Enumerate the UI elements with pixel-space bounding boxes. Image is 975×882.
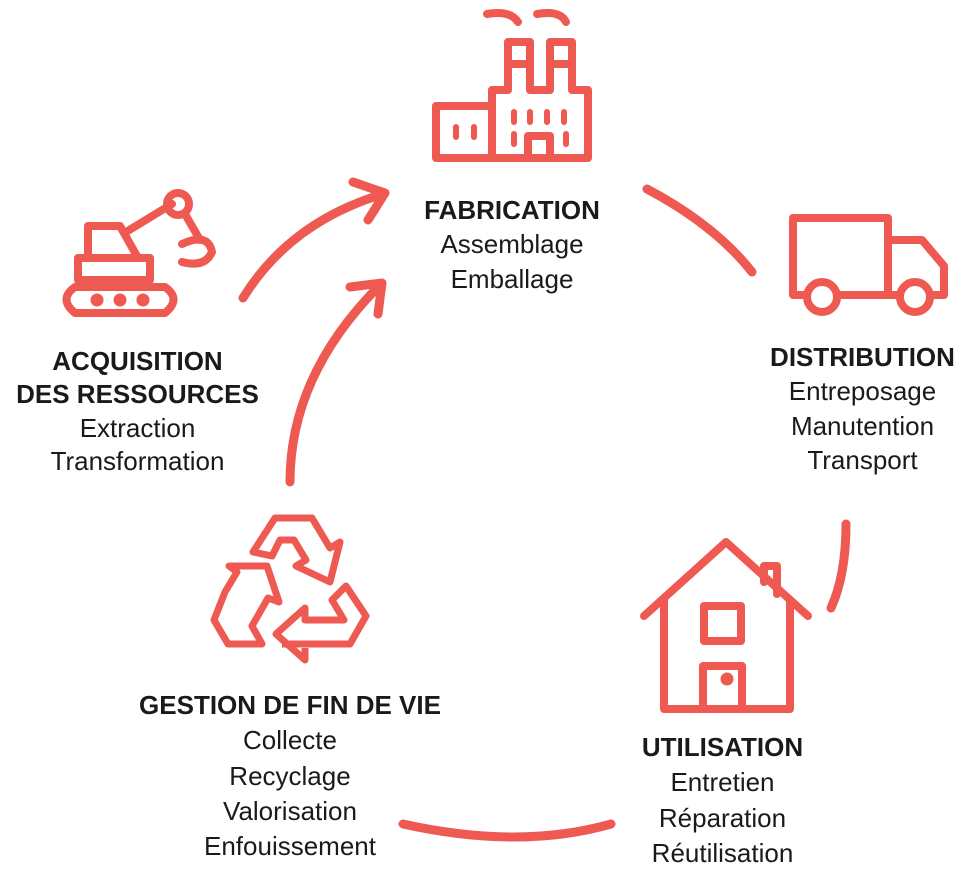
stage-title-fabrication: FABRICATION — [424, 195, 600, 225]
stage-item: Valorisation — [223, 796, 357, 827]
stage-item: Transformation — [50, 445, 225, 476]
stage-title-utilisation: UTILISATION — [641, 732, 804, 762]
stage-item: Entretien — [670, 767, 775, 798]
stage-item: Transport — [807, 444, 918, 475]
arc-eol-to-fabrication — [285, 280, 385, 487]
stage-title-end-of-life: GESTION DE FIN DE VIE — [139, 690, 441, 720]
factory-icon — [432, 9, 592, 162]
arc-acquisition-to-fabrication — [238, 189, 388, 303]
excavator-icon — [62, 189, 216, 317]
recycle-icon — [210, 514, 370, 664]
stage-item: Enfouissement — [204, 831, 376, 862]
stage-item: Extraction — [79, 412, 196, 443]
arc-fabrication-to-distribution — [642, 184, 757, 277]
delivery-truck-icon — [789, 214, 948, 316]
arrowhead-eol-to-fabrication — [345, 278, 387, 319]
stage-acquisition: ACQUISITION DES RESSOURCES Extraction Tr… — [0, 345, 275, 478]
arc-distribution-to-utilisation — [826, 519, 851, 613]
stage-item: Emballage — [450, 263, 574, 294]
stage-item: Manutention — [790, 410, 935, 441]
stage-end-of-life: GESTION DE FIN DE VIE Collecte Recyclage… — [120, 688, 460, 865]
stage-item: Collecte — [243, 725, 337, 756]
arrowhead-acquisition-to-fabrication — [348, 177, 390, 225]
stage-title-acquisition-line2: DES RESSOURCES — [16, 379, 259, 410]
stage-distribution: DISTRIBUTION Entreposage Manutention Tra… — [750, 340, 975, 477]
arc-utilisation-to-eol — [398, 819, 616, 842]
stage-utilisation: UTILISATION Entretien Réparation Réutili… — [600, 730, 845, 871]
stage-title-acquisition-line1: ACQUISITION — [52, 346, 223, 376]
stage-item: Recyclage — [229, 760, 351, 791]
house-icon — [640, 538, 812, 713]
stage-item: Assemblage — [440, 229, 584, 260]
stage-item: Réutilisation — [651, 838, 794, 869]
stage-item: Entreposage — [788, 376, 937, 407]
stage-title-distribution: DISTRIBUTION — [770, 342, 955, 372]
stage-item: Réparation — [658, 802, 787, 833]
stage-fabrication: FABRICATION Assemblage Emballage — [382, 193, 642, 296]
